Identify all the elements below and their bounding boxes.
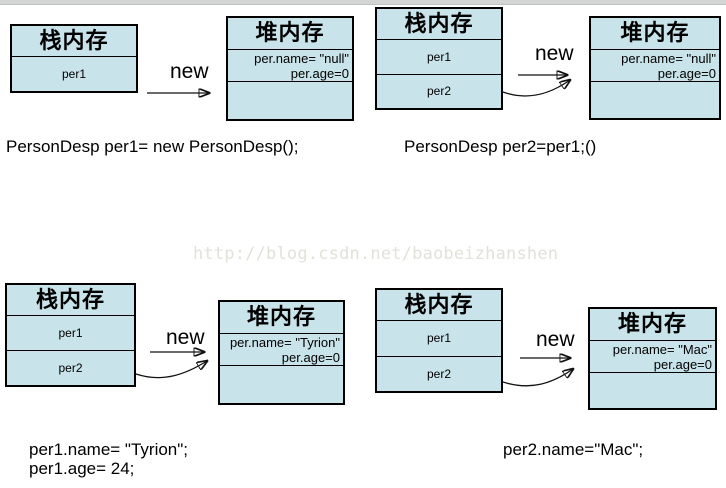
heap-empty-cell <box>220 366 343 403</box>
heap-title: 堆内存 <box>590 309 715 341</box>
heap-field-name: per.name= "Tyrion" <box>229 335 340 350</box>
stack-var-per2: per2 <box>426 84 452 99</box>
top-divider <box>0 0 726 5</box>
heap-empty-cell <box>228 82 352 119</box>
stack-title: 栈内存 <box>7 285 134 316</box>
caption-line: PersonDesp per2=per1;() <box>404 137 597 156</box>
heap-memory-box: 堆内存 per.name= "Mac" per.age=0 <box>588 307 717 410</box>
heap-field-name: per.name= "null" <box>621 51 716 66</box>
caption-line: per1.age= 24; <box>29 459 135 478</box>
reference-arrow <box>502 369 573 387</box>
heap-field-age: per.age=0 <box>657 66 716 81</box>
heap-empty-cell <box>590 373 715 408</box>
new-label: new <box>536 328 575 351</box>
stack-var-per1: per1 <box>377 40 501 75</box>
watermark: http://blog.csdn.net/baobeizhanshen <box>193 244 559 264</box>
heap-object-fields: per.name= "Mac" per.age=0 <box>590 341 715 373</box>
caption-line: per1.name= "Tyrion"; <box>29 440 189 459</box>
heap-title: 堆内存 <box>591 18 719 50</box>
heap-title: 堆内存 <box>228 18 352 50</box>
new-label: new <box>535 42 574 65</box>
new-label: new <box>166 326 205 349</box>
stack-var-per1: per1 <box>61 67 87 81</box>
stack-var-per2: per2 <box>426 366 452 381</box>
heap-memory-box: 堆内存 per.name= "null" per.age=0 <box>226 16 354 121</box>
heap-object-fields: per.name= "Tyrion" per.age=0 <box>220 334 343 366</box>
stack-title: 栈内存 <box>377 9 501 40</box>
heap-memory-box: 堆内存 per.name= "null" per.age=0 <box>589 16 721 120</box>
heap-field-name: per.name= "null" <box>254 51 349 66</box>
caption-line: per2.name="Mac"; <box>503 440 644 459</box>
stack-title: 栈内存 <box>12 26 136 57</box>
reference-arrow <box>135 361 207 379</box>
stack-memory-box: 栈内存 per1 per2 <box>5 283 136 387</box>
caption: per1.name= "Tyrion"; per1.age= 24; <box>29 440 188 478</box>
stack-memory-box: 栈内存 per1 per2 <box>375 288 503 393</box>
caption: per2.name="Mac"; <box>503 440 643 459</box>
stack-var-per2: per2 <box>58 361 83 375</box>
heap-field-age: per.age=0 <box>290 66 349 81</box>
stack-title: 栈内存 <box>377 290 501 321</box>
heap-object-fields: per.name= "null" per.age=0 <box>591 50 719 82</box>
caption: PersonDesp per1= new PersonDesp(); <box>6 137 298 156</box>
stack-memory-box: 栈内存 per1 per2 <box>375 7 503 110</box>
heap-object-fields: per.name= "null" per.age=0 <box>228 50 352 82</box>
new-label: new <box>170 60 209 83</box>
caption-line: PersonDesp per1= new PersonDesp(); <box>6 137 299 156</box>
heap-field-age: per.age=0 <box>281 350 340 365</box>
stack-var-per1: per1 <box>377 321 501 357</box>
heap-field-age: per.age=0 <box>653 357 712 372</box>
stack-memory-box: 栈内存 per1 <box>10 24 138 93</box>
caption: PersonDesp per2=per1;() <box>404 137 596 156</box>
reference-arrow <box>502 80 570 97</box>
heap-empty-cell <box>591 82 719 118</box>
heap-memory-box: 堆内存 per.name= "Tyrion" per.age=0 <box>218 300 345 405</box>
heap-field-name: per.name= "Mac" <box>612 342 712 357</box>
heap-title: 堆内存 <box>220 302 343 334</box>
stack-var-per1: per1 <box>7 316 134 351</box>
